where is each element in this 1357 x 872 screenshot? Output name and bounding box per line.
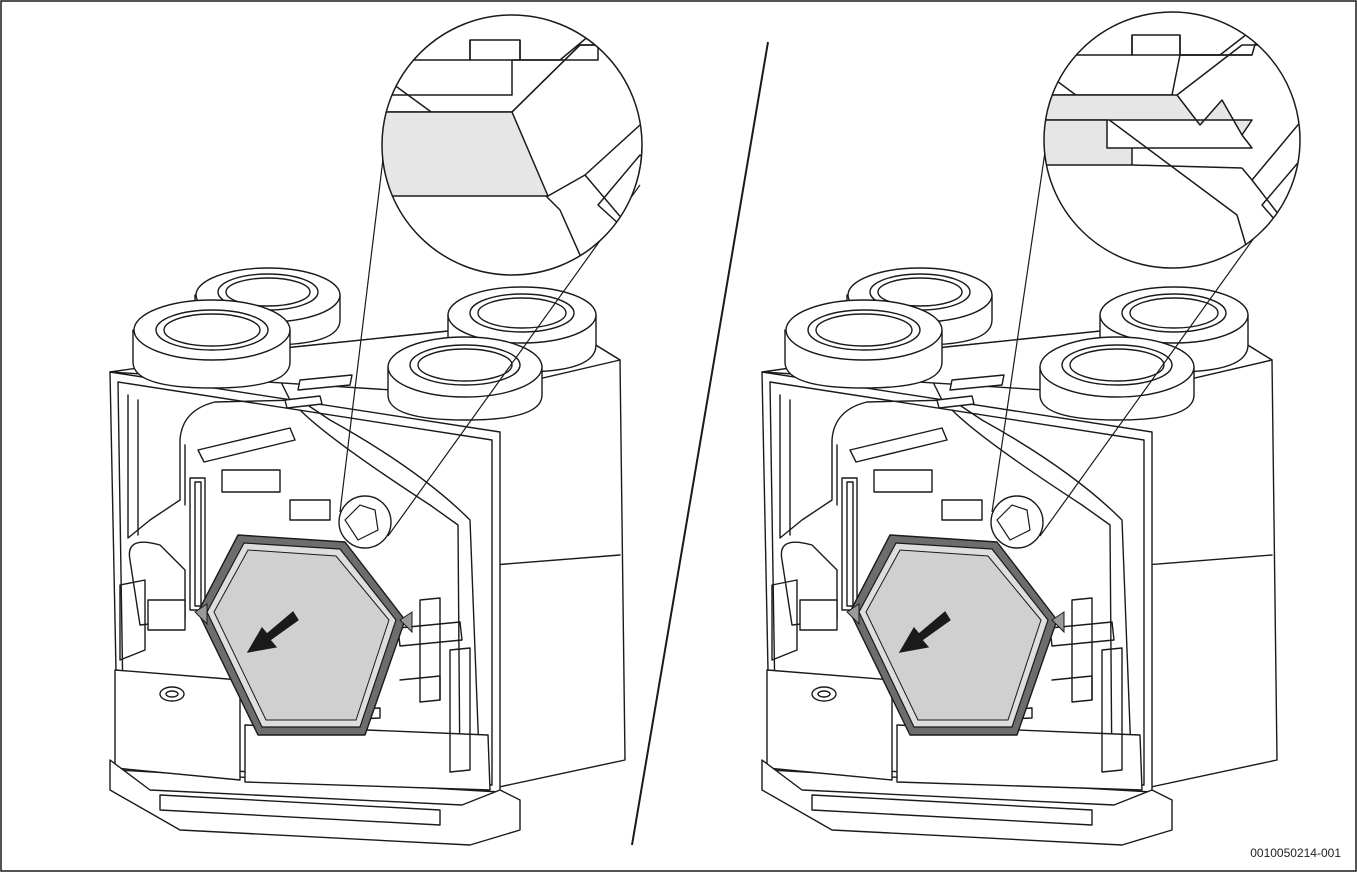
detail-leader-line (991, 117, 1051, 513)
panel-right (761, 11, 1301, 846)
ventilation-unit (109, 267, 626, 846)
detail-leader-line (387, 184, 641, 537)
heat-exchanger (846, 534, 1065, 736)
heat-exchanger (194, 534, 413, 736)
detail-circle-small (338, 495, 392, 549)
magnifier-detail-icon (1043, 11, 1301, 269)
panel-divider (631, 41, 769, 846)
ventilation-unit (761, 267, 1278, 846)
figure-code: 0010050214-001 (1250, 846, 1341, 860)
magnifier-detail-icon (381, 14, 643, 276)
panel-left (109, 14, 643, 846)
detail-leader-line (1039, 184, 1293, 537)
detail-leader-line (339, 117, 389, 513)
detail-circle-small (990, 495, 1044, 549)
arrow-pull-icon (898, 611, 951, 653)
arrow-pull-icon (246, 611, 299, 653)
